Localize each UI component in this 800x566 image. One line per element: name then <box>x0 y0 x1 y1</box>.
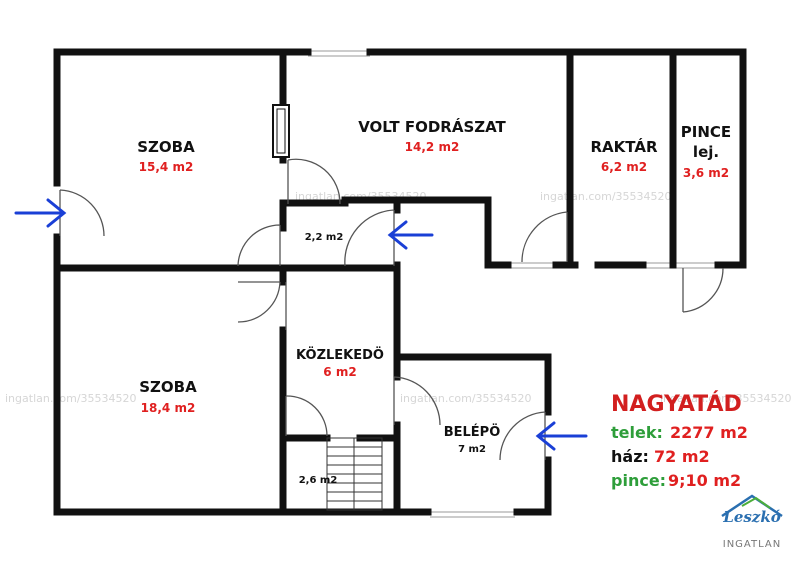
stairs <box>326 437 383 511</box>
room-szoba2-area: 18,4 m2 <box>141 401 196 415</box>
info-panel: NAGYATÁD telek: 2277 m2 ház: 72 m2 pince… <box>611 391 748 490</box>
door-szoba2 <box>237 281 281 323</box>
room-szoba1-area: 15,4 m2 <box>139 160 194 174</box>
watermark-5: ingatlan.com/35534520 <box>660 392 792 405</box>
room-szoba2-name: SZOBA <box>139 378 197 396</box>
room-belepo-name: BELÉPÖ <box>444 424 501 440</box>
info-telek-label: telek: <box>611 423 663 442</box>
door-pince <box>682 267 724 313</box>
door-fodraszat <box>287 158 341 205</box>
watermark-3: ingatlan.com/35534520 <box>5 392 137 405</box>
logo: Leszkó INGATLAN <box>721 494 783 550</box>
room-pince-name2: lej. <box>693 143 719 161</box>
walls <box>53 48 747 516</box>
room-raktar-area: 6,2 m2 <box>601 160 647 174</box>
room-belepo-area: 7 m2 <box>458 444 486 455</box>
door-belepo <box>393 376 441 426</box>
arrow-entry-hall <box>387 220 434 250</box>
room-fodraszat-area: 14,2 m2 <box>405 140 460 154</box>
logo-roof-icon <box>721 494 783 518</box>
room-pince-area: 3,6 m2 <box>683 166 729 180</box>
info-haz-value: 72 m2 <box>654 447 710 466</box>
door-hall <box>344 209 395 267</box>
info-pince-value: 9;10 m2 <box>668 471 741 490</box>
info-pince-label: pince: <box>611 471 666 490</box>
watermark-2: ingatlan.com/35534520 <box>540 190 672 203</box>
room-hall-area: 2,2 m2 <box>305 232 344 243</box>
room-lepcso-area: 2,6 m2 <box>299 475 338 486</box>
room-labels: SZOBA 15,4 m2 VOLT FODRÁSZAT 14,2 m2 RAK… <box>137 117 731 486</box>
watermark-4: ingatlan.com/35534520 <box>400 392 532 405</box>
door-kozlekedo <box>285 395 328 437</box>
arrow-entry-left <box>14 198 67 228</box>
room-raktar-name: RAKTÁR <box>590 137 657 156</box>
arrow-entry-right <box>535 421 588 451</box>
logo-text: Leszkó <box>722 508 780 526</box>
room-szoba1-name: SZOBA <box>137 138 195 156</box>
door-entry-left <box>59 189 105 237</box>
room-kozlekedo-name: KÖZLEKEDÖ <box>296 347 384 363</box>
room-pince-name: PINCE <box>681 123 731 141</box>
door-szoba1 <box>237 224 281 267</box>
info-telek-value: 2277 m2 <box>670 423 748 442</box>
chimney <box>272 104 290 158</box>
entry-arrows <box>14 198 588 451</box>
room-kozlekedo-area: 6 m2 <box>323 365 356 379</box>
logo-subtext: INGATLAN <box>723 539 781 550</box>
info-title: NAGYATÁD <box>611 391 742 417</box>
info-haz-label: ház: <box>611 447 649 466</box>
room-fodraszat-name: VOLT FODRÁSZAT <box>358 117 506 136</box>
door-raktar <box>521 211 568 263</box>
